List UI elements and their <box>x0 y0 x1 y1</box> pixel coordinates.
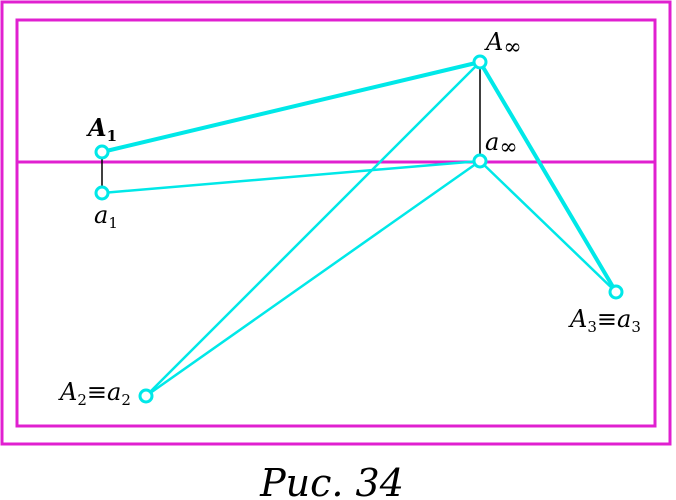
line-ainf-A3 <box>478 159 618 294</box>
inner-frame <box>15 18 657 428</box>
label-A3-a3: A3≡a3 <box>568 305 641 336</box>
line-Ainf-A2 <box>144 60 482 398</box>
label-ainf: a∞ <box>485 128 518 160</box>
point-a1 <box>94 185 110 201</box>
figure-caption: Рис. 34 <box>259 461 404 500</box>
point-A3 <box>608 284 624 300</box>
label-a1: a1 <box>94 201 118 232</box>
line-a1-ainf <box>100 159 482 195</box>
line-ainf-A2 <box>144 159 482 398</box>
point-ainf <box>472 153 488 169</box>
label-Ainf: A∞ <box>484 28 522 60</box>
point-A2 <box>138 388 154 404</box>
label-A1: A1 <box>86 113 117 145</box>
point-Ainf <box>472 54 488 70</box>
point-A1 <box>94 144 110 160</box>
line-Ainf-A3 <box>478 60 618 294</box>
outer-frame <box>0 0 672 446</box>
label-A2-a2: A2≡a2 <box>58 378 131 409</box>
line-A1-Ainf <box>100 60 482 154</box>
